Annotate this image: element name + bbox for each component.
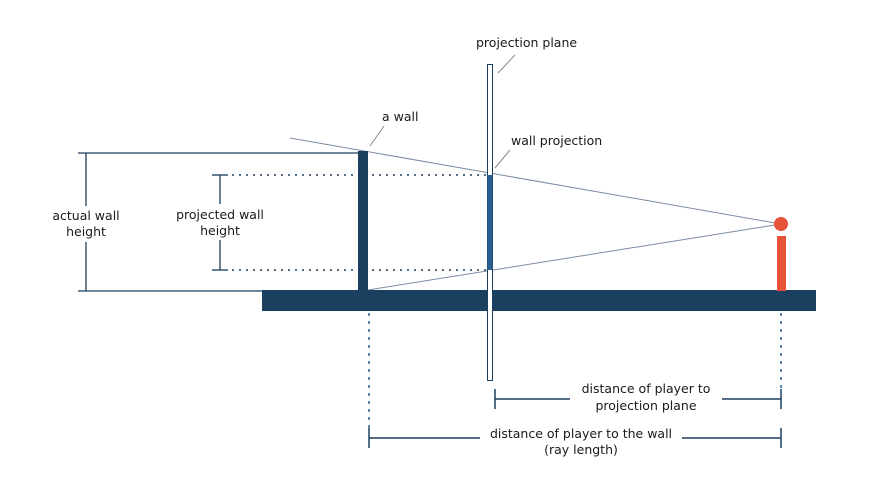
distance-to-wall-label-line1: distance of player to the wall	[490, 426, 672, 441]
wall-projection	[487, 175, 493, 270]
projected-wall-height-label-line1: projected wall	[176, 207, 264, 222]
actual-wall-height-bracket	[78, 152, 358, 292]
wall-projection-label: wall projection	[511, 133, 602, 148]
projection-plane-label: projection plane	[476, 35, 577, 50]
distance-to-plane-label-line1: distance of player to	[582, 381, 711, 396]
upper-ray	[289, 137, 782, 225]
distance-to-plane-label-line2: projection plane	[595, 398, 696, 413]
projected-wall-height-label-line2: height	[200, 223, 240, 238]
projected-wall-height-bracket	[212, 174, 490, 271]
distance-to-wall-dimension	[368, 428, 782, 448]
player	[774, 217, 788, 291]
wall-projection-leader	[494, 149, 511, 169]
wall	[358, 151, 368, 291]
sight-rays	[289, 137, 782, 291]
player-head	[774, 217, 788, 231]
distance-to-wall-label-line2: (ray length)	[544, 442, 618, 457]
a-wall-label: a wall	[382, 109, 418, 124]
label-leaders	[369, 54, 516, 169]
drop-lines	[368, 313, 782, 432]
player-body	[777, 236, 786, 291]
floor	[262, 290, 816, 311]
projection-plane-leader	[497, 54, 516, 74]
lower-ray	[367, 223, 782, 291]
actual-wall-height-label-line1: actual wall	[52, 208, 119, 223]
a-wall-leader	[369, 125, 385, 147]
actual-wall-height-label-line2: height	[66, 224, 106, 239]
distance-to-plane-dimension	[494, 389, 782, 409]
